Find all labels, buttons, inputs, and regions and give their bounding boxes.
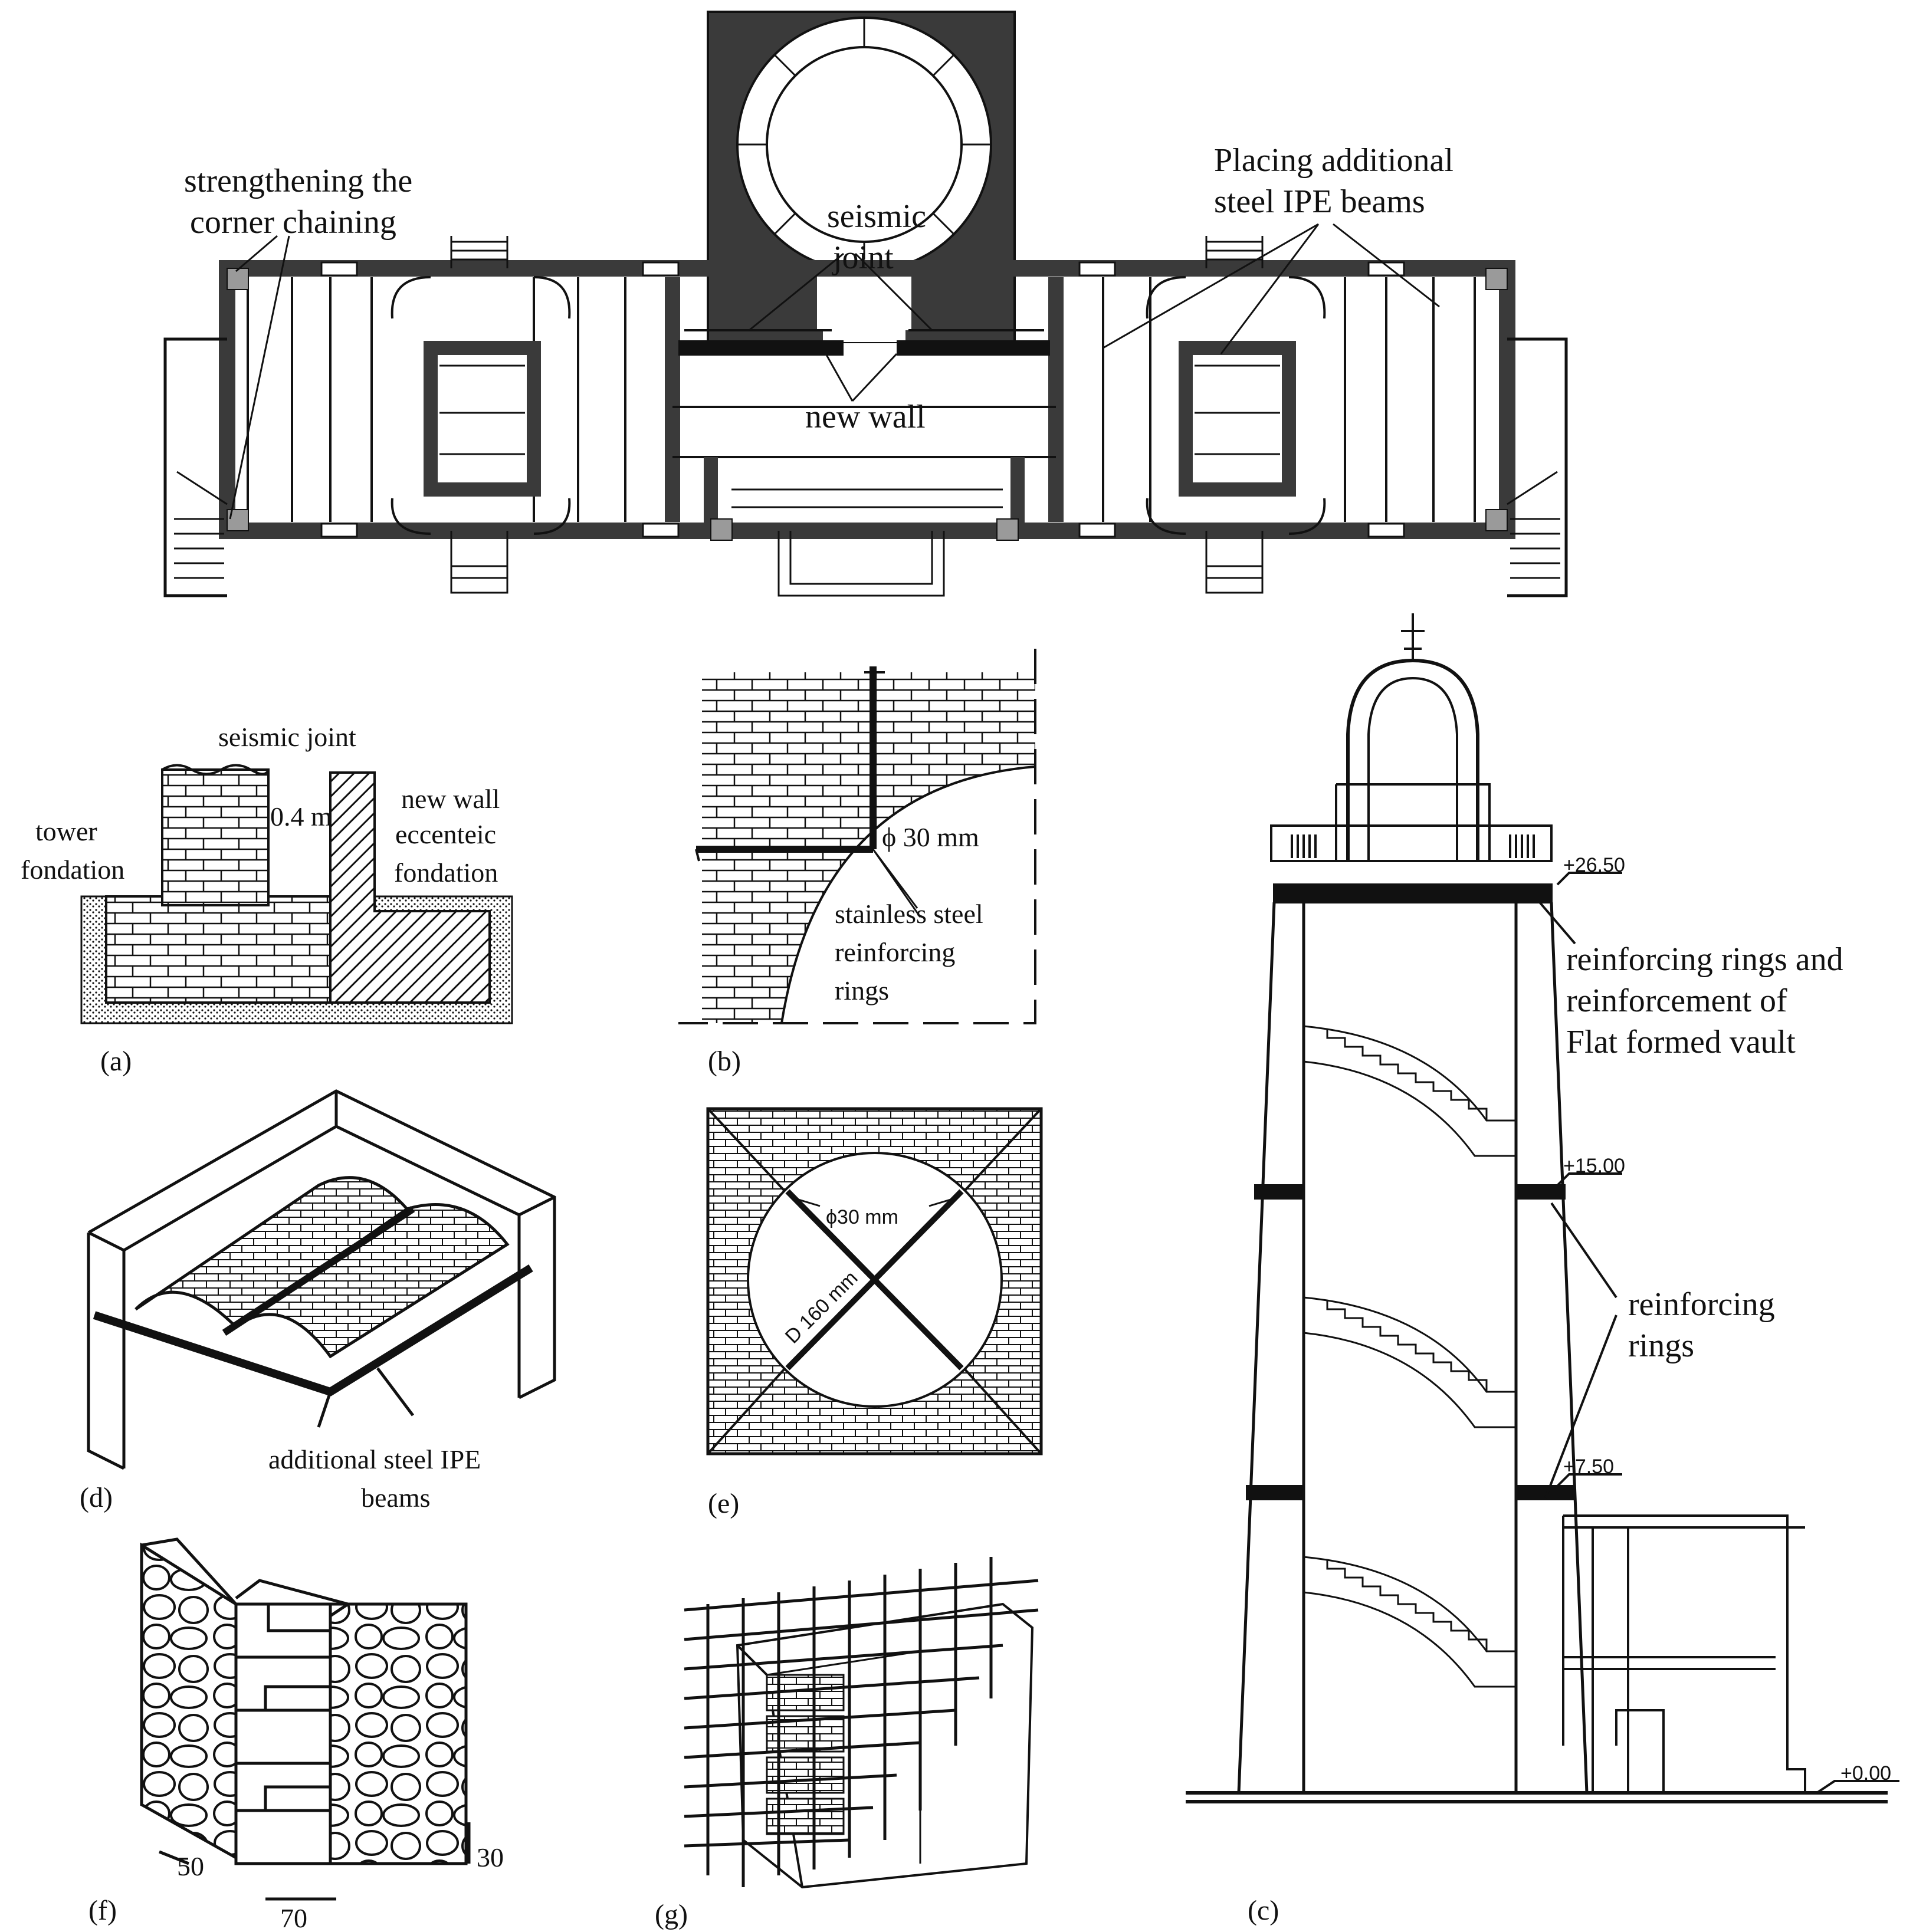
panel-b: ϕ 30 mm stainless steel reinforcing ring…	[678, 649, 1036, 1077]
label-beams-line-1: additional steel IPE	[268, 1444, 481, 1474]
label-seismic-line-2: joint	[832, 239, 894, 276]
caption-f: (f)	[88, 1895, 117, 1926]
label-top-note-line-3: Flat formed vault	[1566, 1024, 1796, 1060]
caption-b: (b)	[708, 1046, 741, 1077]
level-15-00: +15.00	[1563, 1155, 1625, 1177]
label-strengthening-line-2: corner chaining	[190, 204, 396, 241]
panel-f: 50 30 70 (f)	[88, 1537, 504, 1932]
floor-plan	[163, 11, 1568, 597]
panel-c-labels: +26.50 +15.00 +7.50 +0.00 reinforcing ri…	[1248, 854, 1891, 1926]
label-new-wall-line-3: fondation	[394, 857, 498, 888]
label-seismic-joint: seismic joint	[218, 722, 356, 752]
building-outline	[219, 260, 1515, 539]
label-diameter-b: ϕ 30 mm	[882, 822, 979, 852]
label-seismic-line-1: seismic	[827, 198, 926, 235]
dim-50: 50	[177, 1851, 204, 1881]
plan-labels: strengthening the corner chaining Placin…	[184, 142, 1453, 435]
caption-c: (c)	[1248, 1895, 1279, 1926]
panel-e: ϕ30 mm D 160 mm (e)	[706, 1107, 1043, 1519]
label-new-wall-line-1: new wall	[401, 784, 500, 814]
panel-g: (g)	[655, 1557, 1039, 1930]
panel-d: additional steel IPE beams (d)	[80, 1089, 556, 1513]
label-rings-note-line-2: rings	[1628, 1328, 1694, 1364]
label-placing-line-2: steel IPE beams	[1214, 183, 1425, 220]
level-7-50: +7.50	[1563, 1455, 1614, 1478]
caption-g: (g)	[655, 1899, 688, 1930]
label-tower-line-1: tower	[35, 816, 97, 846]
panel-a: seismic joint 0.4 m tower fondation new …	[21, 722, 513, 1077]
label-rings-line-1: stainless steel	[835, 899, 983, 929]
label-rings-line-2: reinforcing	[835, 937, 955, 967]
dim-70: 70	[280, 1903, 307, 1932]
caption-d: (d)	[80, 1482, 113, 1513]
label-new-wall: new wall	[805, 399, 926, 435]
caption-a: (a)	[100, 1046, 132, 1077]
level-26-50: +26.50	[1563, 854, 1625, 876]
label-new-wall-line-2: eccenteic	[395, 819, 496, 849]
label-strengthening-line-1: strengthening the	[184, 163, 412, 199]
label-bar-e: ϕ30 mm	[826, 1206, 898, 1228]
label-top-note-line-2: reinforcement of	[1566, 983, 1787, 1019]
level-0-00: +0.00	[1840, 1762, 1891, 1785]
panel-c	[1186, 613, 1899, 1803]
label-placing-line-1: Placing additional	[1214, 142, 1453, 179]
label-rings-note-line-1: reinforcing	[1628, 1286, 1775, 1323]
label-gap: 0.4 m	[270, 801, 332, 832]
label-beams-line-2: beams	[361, 1483, 431, 1513]
caption-e: (e)	[708, 1488, 739, 1519]
label-tower-line-2: fondation	[21, 855, 124, 885]
label-rings-line-3: rings	[835, 975, 889, 1006]
dim-30: 30	[477, 1842, 504, 1872]
label-top-note-line-1: reinforcing rings and	[1566, 941, 1843, 978]
